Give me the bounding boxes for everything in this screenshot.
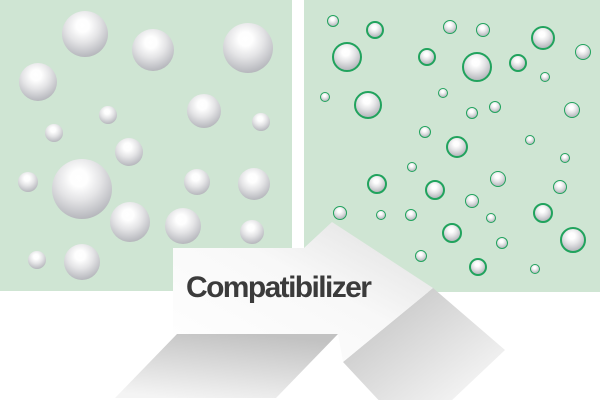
droplet-small <box>418 48 436 66</box>
droplet-small <box>509 54 527 72</box>
droplet-small <box>425 180 445 200</box>
droplet-small <box>540 72 550 82</box>
droplet-small <box>533 203 553 223</box>
droplet-small <box>333 206 347 220</box>
droplet-large <box>99 106 117 124</box>
droplet-small <box>332 42 362 72</box>
droplet-large <box>187 94 221 128</box>
droplet-small <box>405 209 417 221</box>
droplet-small <box>320 92 330 102</box>
droplet-large <box>165 208 201 244</box>
droplet-small <box>407 162 417 172</box>
droplet-large <box>223 23 273 73</box>
droplet-large <box>19 63 57 101</box>
droplet-small <box>564 102 580 118</box>
droplet-small <box>443 20 457 34</box>
arrow-body-shadow <box>115 334 338 398</box>
droplet-large <box>18 172 38 192</box>
droplet-large <box>62 11 108 57</box>
arrow-face <box>173 222 433 362</box>
arrow-head-shadow <box>343 288 505 400</box>
droplet-small <box>438 88 448 98</box>
droplet-small <box>327 15 339 27</box>
droplet-large <box>28 251 46 269</box>
droplet-large <box>252 113 270 131</box>
droplet-small <box>415 250 427 262</box>
droplet-small <box>531 26 555 50</box>
droplet-small <box>525 135 535 145</box>
droplet-large <box>132 29 174 71</box>
compatibilizer-label: Compatibilizer <box>186 271 372 304</box>
droplet-small <box>575 44 591 60</box>
droplet-small <box>376 210 386 220</box>
droplet-small <box>366 21 384 39</box>
droplet-small <box>466 107 478 119</box>
droplet-small <box>465 194 479 208</box>
droplet-large <box>52 159 112 219</box>
droplet-small <box>419 126 431 138</box>
droplet-small <box>489 101 501 113</box>
droplet-large <box>238 168 270 200</box>
droplet-small <box>446 136 468 158</box>
droplet-small <box>496 237 508 249</box>
droplet-large <box>64 244 100 280</box>
droplet-large <box>45 124 63 142</box>
droplet-large <box>110 202 150 242</box>
droplet-small <box>486 213 496 223</box>
droplet-small <box>469 258 487 276</box>
droplet-small <box>476 23 490 37</box>
droplet-small <box>560 153 570 163</box>
droplet-small <box>462 52 492 82</box>
droplet-small <box>354 91 382 119</box>
droplet-small <box>442 223 462 243</box>
droplet-small <box>560 227 586 253</box>
droplet-small <box>367 174 387 194</box>
droplet-small <box>490 171 506 187</box>
droplet-small <box>553 180 567 194</box>
droplet-large <box>184 169 210 195</box>
droplet-small <box>530 264 540 274</box>
droplet-large <box>115 138 143 166</box>
droplet-large <box>240 220 264 244</box>
